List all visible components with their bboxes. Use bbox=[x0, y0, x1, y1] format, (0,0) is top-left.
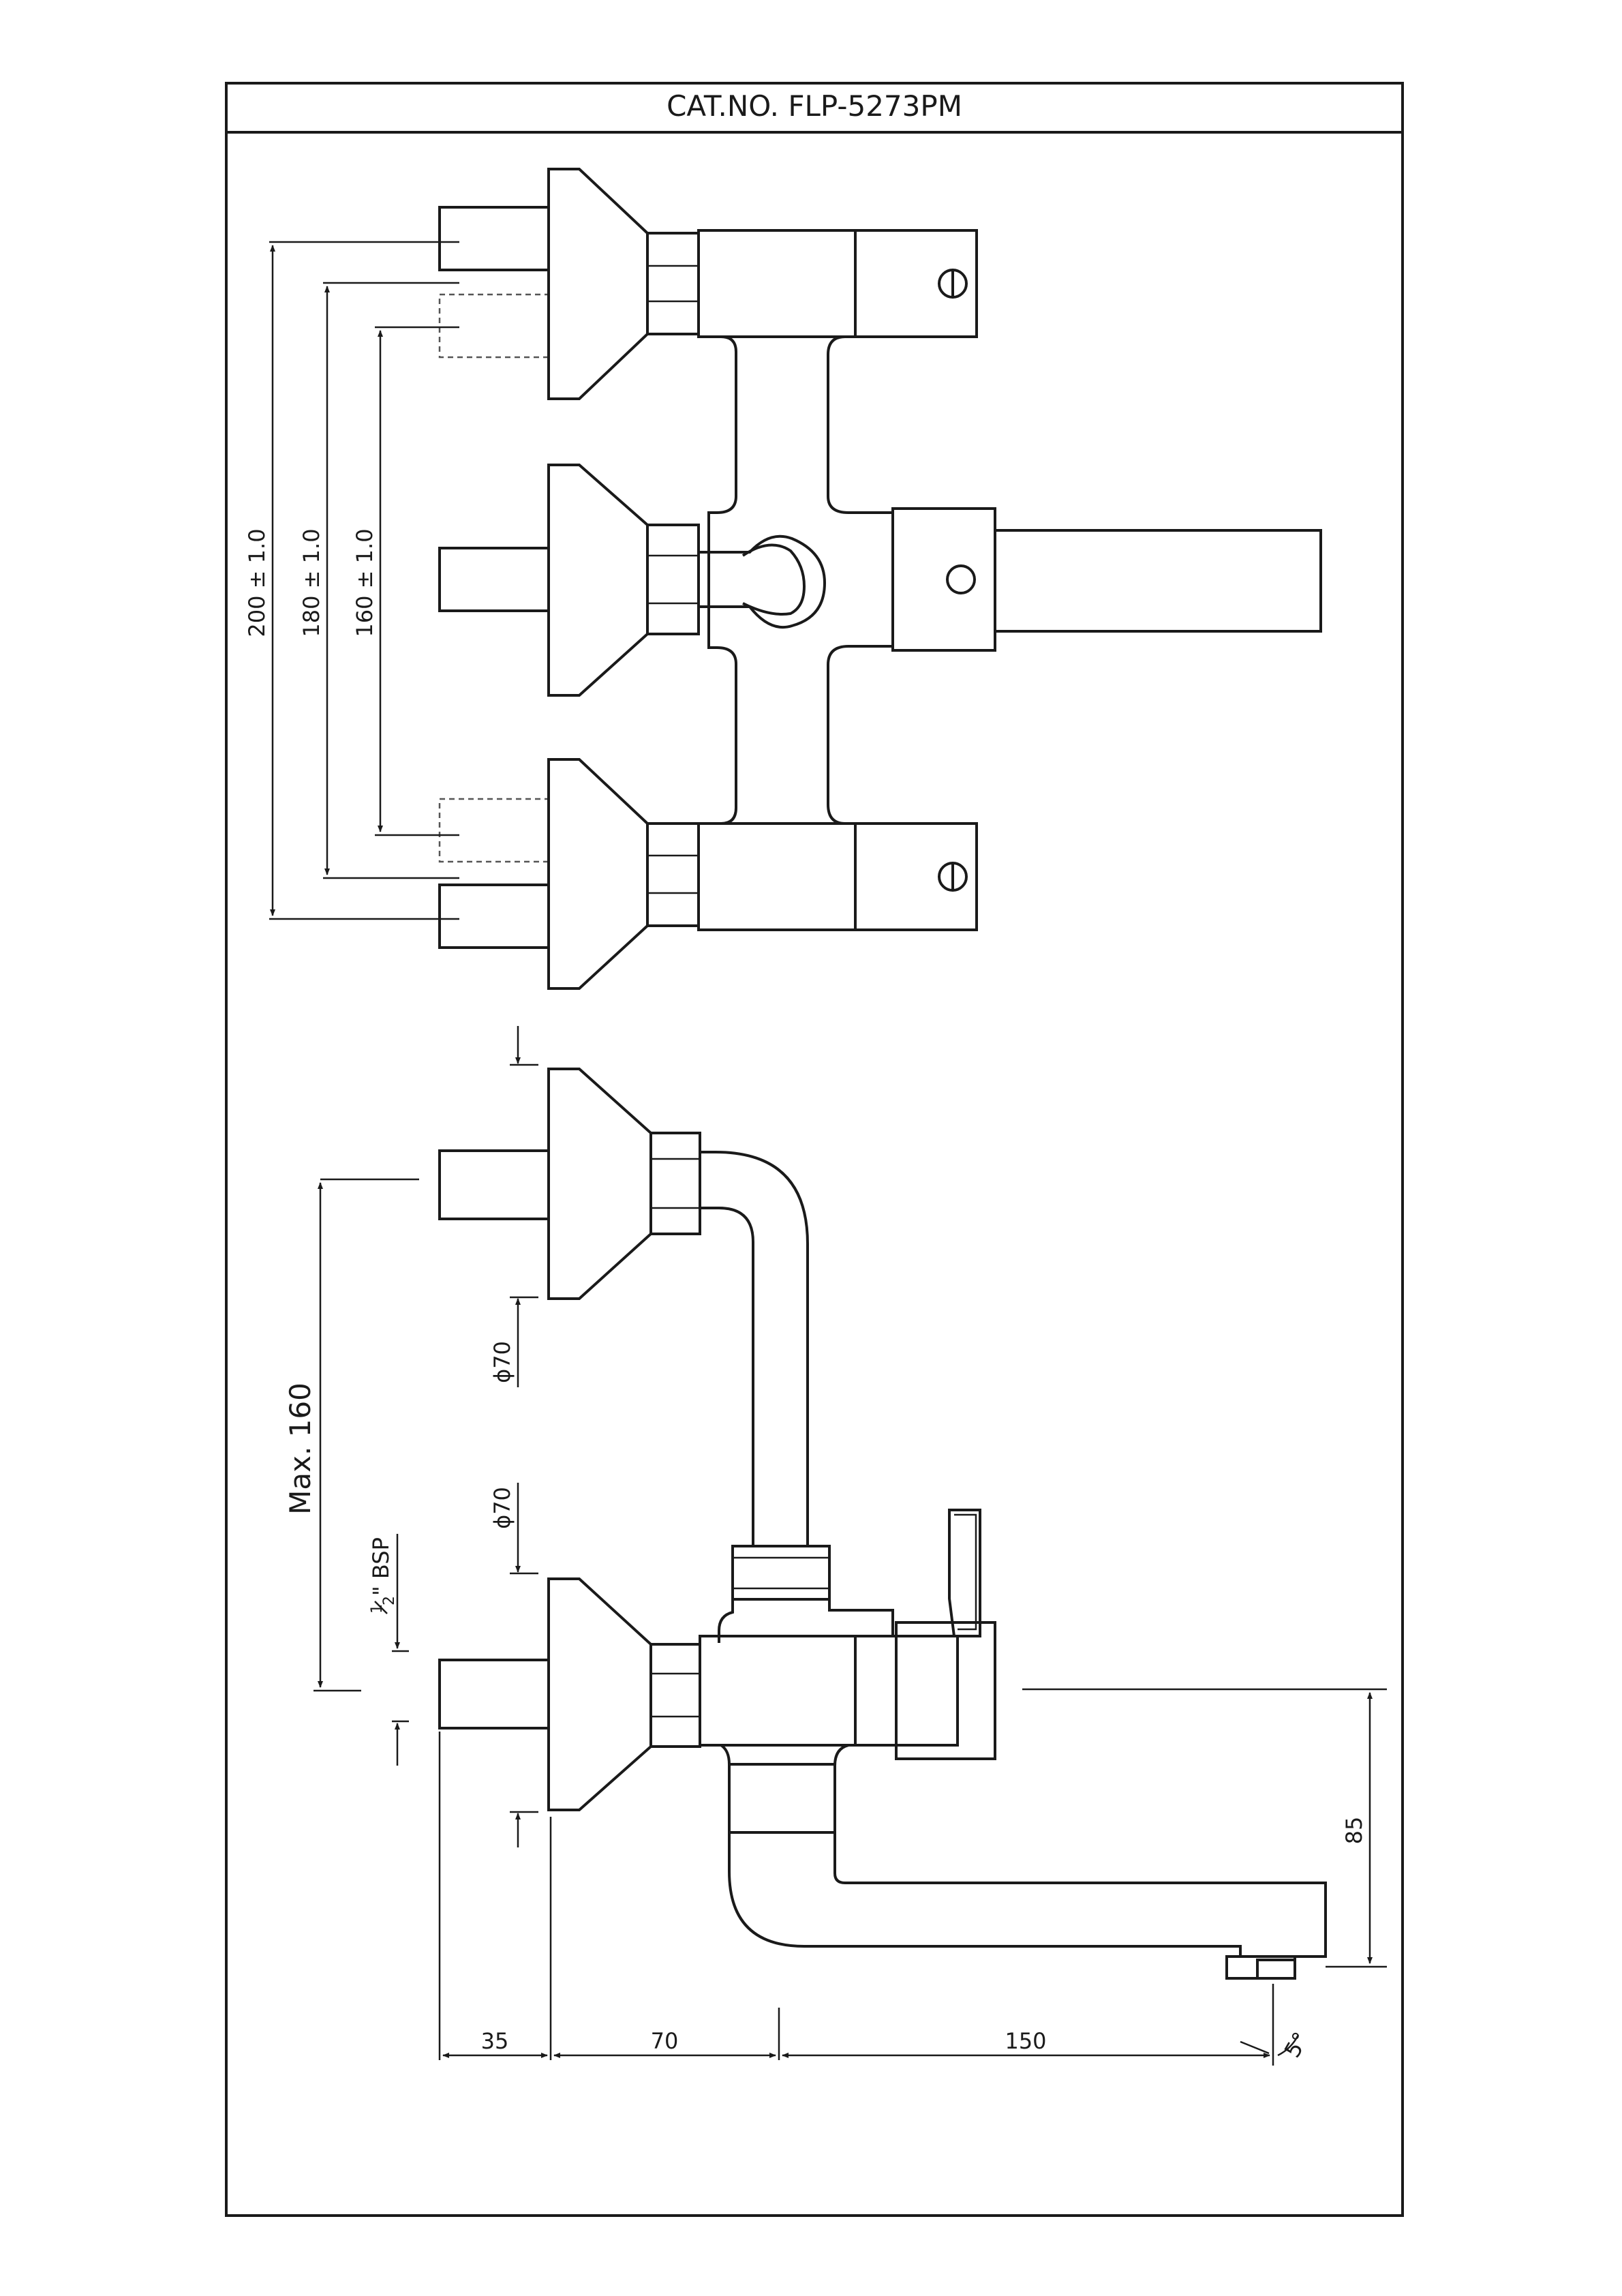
dim-70-label: 70 bbox=[651, 2028, 679, 2054]
bsp-fraction-denominator: 2 bbox=[381, 1596, 398, 1605]
bsp-suffix: " BSP bbox=[368, 1537, 394, 1596]
dim-phi70-lower-label: ϕ70 bbox=[489, 1487, 515, 1529]
upper-valve-cap bbox=[854, 229, 978, 338]
dim-5-degree-label: 5° bbox=[1279, 2027, 1314, 2061]
dim-180-label: 180 ± 1.0 bbox=[299, 528, 324, 637]
bsp-fraction-numerator: 1 bbox=[369, 1604, 386, 1614]
spout bbox=[728, 1832, 1327, 1980]
catalog-number: CAT.NO. FLP-5273PM bbox=[667, 89, 962, 123]
lower-valve-cap bbox=[854, 822, 978, 931]
drawing-frame bbox=[225, 82, 1404, 2217]
side-lower-flange bbox=[438, 1577, 701, 1811]
dim-bsp-label: 1 2 " BSP bbox=[368, 1537, 398, 1614]
dim-85-label: 85 bbox=[1341, 1817, 1367, 1845]
top-view: 200 ± 1.0 180 ± 1.0 160 ± 1.0 bbox=[244, 168, 1322, 990]
mixer-lever bbox=[891, 507, 1322, 652]
dim-35-label: 35 bbox=[481, 2028, 509, 2054]
side-mixer-body bbox=[699, 1509, 996, 1834]
lower-wall-flange bbox=[438, 758, 700, 990]
middle-wall-flange bbox=[438, 464, 700, 697]
dim-200-label: 200 ± 1.0 bbox=[244, 528, 270, 637]
top-view-dimensions bbox=[269, 241, 459, 920]
side-view-dimensions bbox=[313, 1026, 1387, 2066]
dim-150-label: 150 bbox=[1005, 2028, 1046, 2054]
upper-wall-flange bbox=[438, 168, 700, 400]
side-view: Max. 160 ϕ70 ϕ70 1 2 " BSP 35 70 150 85 … bbox=[284, 1026, 1387, 2066]
side-upper-flange bbox=[438, 1068, 809, 1546]
dim-max-160-label: Max. 160 bbox=[284, 1383, 317, 1515]
mixer-body bbox=[697, 229, 893, 931]
dim-phi70-upper-label: ϕ70 bbox=[489, 1341, 515, 1383]
dim-160-label: 160 ± 1.0 bbox=[352, 528, 378, 637]
